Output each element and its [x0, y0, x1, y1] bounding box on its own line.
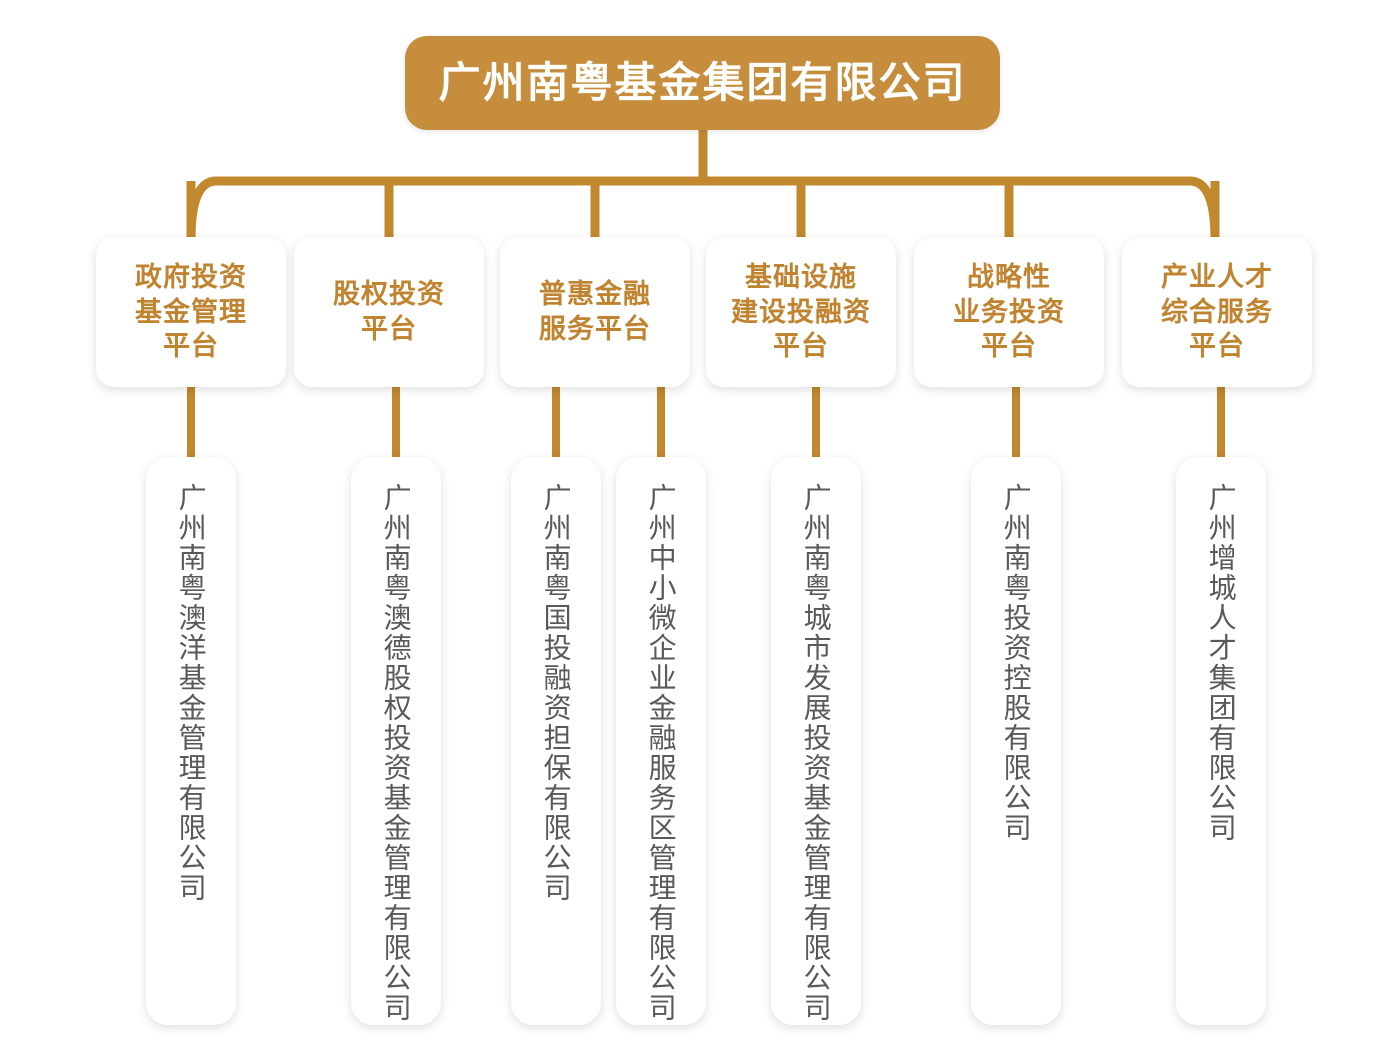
subsidiary-label: 广州南粤投资控股有限公司: [1000, 483, 1032, 843]
platform-label: 战略性 业务投资 平台: [953, 262, 1065, 362]
platform-label: 政府投资 基金管理 平台: [135, 262, 247, 362]
root-node[interactable]: 广州南粤基金集团有限公司: [405, 36, 1000, 130]
platform-node-strategic[interactable]: 战略性 业务投资 平台: [914, 237, 1104, 387]
subsidiary-label: 广州南粤城市发展投资基金管理有限公司: [800, 483, 832, 1023]
platform-node-gov-fund[interactable]: 政府投资 基金管理 平台: [96, 237, 286, 387]
platform-node-infrastructure[interactable]: 基础设施 建设投融资 平台: [706, 237, 896, 387]
subsidiary-node-zengcheng[interactable]: 广州增城人才集团有限公司: [1176, 457, 1266, 1025]
platform-node-equity[interactable]: 股权投资 平台: [294, 237, 484, 387]
platform-label: 普惠金融 服务平台: [539, 279, 651, 344]
platform-label: 基础设施 建设投融资 平台: [731, 262, 871, 362]
subsidiary-node-touzikonggu[interactable]: 广州南粤投资控股有限公司: [971, 457, 1061, 1025]
connector-bus: [186, 176, 1220, 241]
platform-node-talent[interactable]: 产业人才 综合服务 平台: [1122, 237, 1312, 387]
root-node-label: 广州南粤基金集团有限公司: [438, 59, 967, 106]
subsidiary-label: 广州南粤澳德股权投资基金管理有限公司: [380, 483, 412, 1023]
platform-label: 股权投资 平台: [333, 279, 445, 344]
platform-label: 产业人才 综合服务 平台: [1161, 262, 1273, 362]
subsidiary-label: 广州南粤澳洋基金管理有限公司: [175, 483, 207, 903]
subsidiary-node-aoyang[interactable]: 广州南粤澳洋基金管理有限公司: [146, 457, 236, 1025]
subsidiary-label: 广州中小微企业金融服务区管理有限公司: [645, 483, 677, 1023]
subsidiary-label: 广州南粤国投融资担保有限公司: [540, 483, 572, 903]
subsidiary-label: 广州增城人才集团有限公司: [1205, 483, 1237, 843]
subsidiary-node-zhongxiaowei[interactable]: 广州中小微企业金融服务区管理有限公司: [616, 457, 706, 1025]
subsidiary-node-aode[interactable]: 广州南粤澳德股权投资基金管理有限公司: [351, 457, 441, 1025]
platform-node-inclusive[interactable]: 普惠金融 服务平台: [500, 237, 690, 387]
subsidiary-node-chengshi[interactable]: 广州南粤城市发展投资基金管理有限公司: [771, 457, 861, 1025]
subsidiary-node-guotou[interactable]: 广州南粤国投融资担保有限公司: [511, 457, 601, 1025]
